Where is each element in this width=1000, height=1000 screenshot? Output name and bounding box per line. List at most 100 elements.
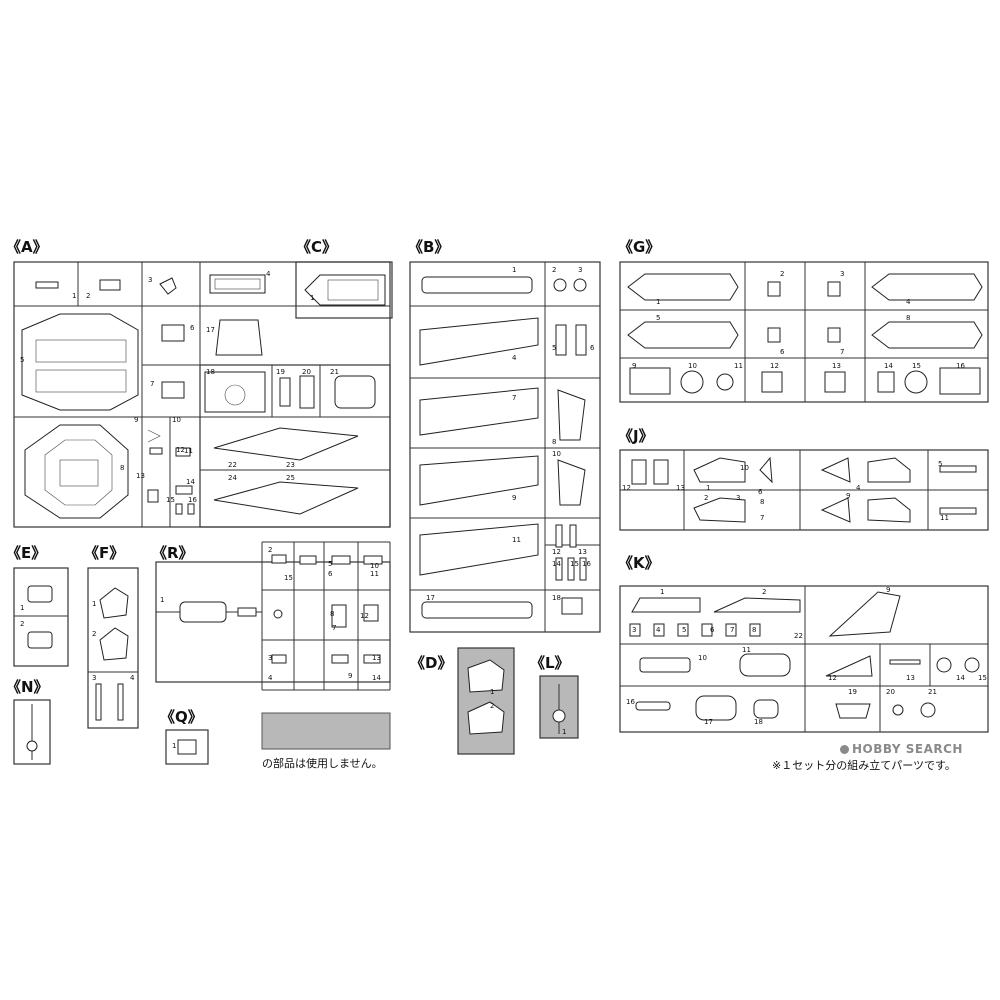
part-number-b-16: 16	[582, 560, 591, 568]
part-number-a-4: 4	[266, 270, 271, 278]
part-number-b-15: 15	[570, 560, 579, 568]
part-number-j-10: 10	[740, 464, 749, 472]
part-number-g-6: 6	[780, 348, 785, 356]
part-number-j-1: 1	[706, 484, 710, 492]
part-number-r-15: 15	[284, 574, 293, 582]
part-number-a-16: 16	[188, 496, 197, 504]
sprue-label-l: 《L》	[530, 654, 570, 672]
part-number-b-4: 4	[512, 354, 517, 362]
sprue-label-j: 《J》	[618, 427, 654, 445]
part-number-a-1: 1	[72, 292, 76, 300]
part-number-g-2: 2	[780, 270, 784, 278]
part-number-j-6: 6	[758, 488, 763, 496]
sprue-label-r: 《R》	[152, 544, 194, 562]
part-number-b-6: 6	[590, 344, 595, 352]
sprue-label-f: 《F》	[84, 544, 125, 562]
part-number-g-4: 4	[906, 298, 911, 306]
sprue-k-drawing	[619, 585, 989, 733]
part-number-a-8: 8	[120, 464, 124, 472]
part-number-r-11: 11	[370, 570, 379, 578]
part-number-a-7: 7	[150, 380, 154, 388]
sprue-c-drawing	[295, 261, 393, 319]
part-number-k-2: 2	[762, 588, 766, 596]
part-number-r-6: 6	[328, 570, 333, 578]
part-number-g-12: 12	[770, 362, 779, 370]
part-number-r-12: 12	[360, 612, 369, 620]
part-number-j-2: 2	[704, 494, 708, 502]
part-number-j-4: 4	[856, 484, 861, 492]
sprue-e-drawing	[13, 567, 69, 667]
part-number-a-20: 20	[302, 368, 311, 376]
part-number-a-5: 5	[20, 356, 24, 364]
part-number-g-10: 10	[688, 362, 697, 370]
part-number-g-7: 7	[840, 348, 844, 356]
part-number-k-20: 20	[886, 688, 895, 696]
sprue-n-drawing	[13, 699, 51, 765]
part-number-g-3: 3	[840, 270, 844, 278]
part-number-d-2: 2	[490, 702, 494, 710]
part-number-b-14: 14	[552, 560, 561, 568]
part-number-a-13: 13	[136, 472, 145, 480]
part-number-k-16: 16	[626, 698, 635, 706]
sprue-g-drawing	[619, 261, 989, 403]
part-number-g-14: 14	[884, 362, 893, 370]
sprue-label-g: 《G》	[618, 238, 661, 256]
part-number-r-14: 14	[372, 674, 381, 682]
part-number-f-2: 2	[92, 630, 96, 638]
part-number-b-13: 13	[578, 548, 587, 556]
part-number-k-10: 10	[698, 654, 707, 662]
part-number-r-8: 8	[330, 610, 334, 618]
part-number-k-3: 3	[632, 626, 636, 634]
part-number-k-15: 15	[978, 674, 987, 682]
part-number-k-19: 19	[848, 688, 857, 696]
sprue-label-b: 《B》	[408, 238, 450, 256]
sprue-label-e: 《E》	[6, 544, 47, 562]
sprue-q-drawing	[165, 729, 209, 765]
part-number-f-3: 3	[92, 674, 96, 682]
part-number-a-6: 6	[190, 324, 195, 332]
part-number-r-3: 3	[268, 654, 272, 662]
part-number-a-24: 24	[228, 474, 237, 482]
sprue-d-drawing	[457, 647, 515, 755]
part-number-k-22: 22	[794, 632, 803, 640]
part-number-b-12: 12	[552, 548, 561, 556]
part-number-k-8: 8	[752, 626, 756, 634]
sprue-a-drawing	[13, 261, 391, 528]
part-number-j-5: 5	[938, 460, 942, 468]
part-number-b-10: 10	[552, 450, 561, 458]
part-number-a-9: 9	[134, 416, 138, 424]
part-number-r-1: 1	[160, 596, 164, 604]
hobby-search-watermark: HOBBY SEARCH	[840, 742, 963, 756]
part-number-b-18: 18	[552, 594, 561, 602]
part-number-k-21: 21	[928, 688, 937, 696]
part-number-a-25: 25	[286, 474, 295, 482]
part-number-a-17: 17	[206, 326, 215, 334]
part-number-j-12: 12	[622, 484, 631, 492]
part-number-r-4: 4	[268, 674, 273, 682]
sprue-l-drawing	[539, 675, 579, 739]
unused-parts-swatch	[261, 712, 391, 750]
part-number-f-4: 4	[130, 674, 135, 682]
part-number-k-6: 6	[710, 626, 715, 634]
watermark-logo-icon	[840, 745, 849, 754]
part-number-b-17: 17	[426, 594, 435, 602]
sprue-label-n: 《N》	[6, 678, 49, 696]
part-number-g-1: 1	[656, 298, 660, 306]
sprue-label-q: 《Q》	[160, 708, 203, 726]
part-number-d-1: 1	[490, 688, 494, 696]
part-number-j-13: 13	[676, 484, 685, 492]
sprue-f-drawing	[87, 567, 139, 729]
part-number-k-18: 18	[754, 718, 763, 726]
part-number-j-9: 9	[846, 492, 850, 500]
part-number-r-10: 10	[370, 562, 379, 570]
part-number-j-11: 11	[940, 514, 949, 522]
part-number-b-3: 3	[578, 266, 582, 274]
part-number-k-14: 14	[956, 674, 965, 682]
part-number-r-5: 5	[328, 560, 332, 568]
part-number-b-2: 2	[552, 266, 556, 274]
part-number-b-1: 1	[512, 266, 516, 274]
part-number-f-1: 1	[92, 600, 96, 608]
